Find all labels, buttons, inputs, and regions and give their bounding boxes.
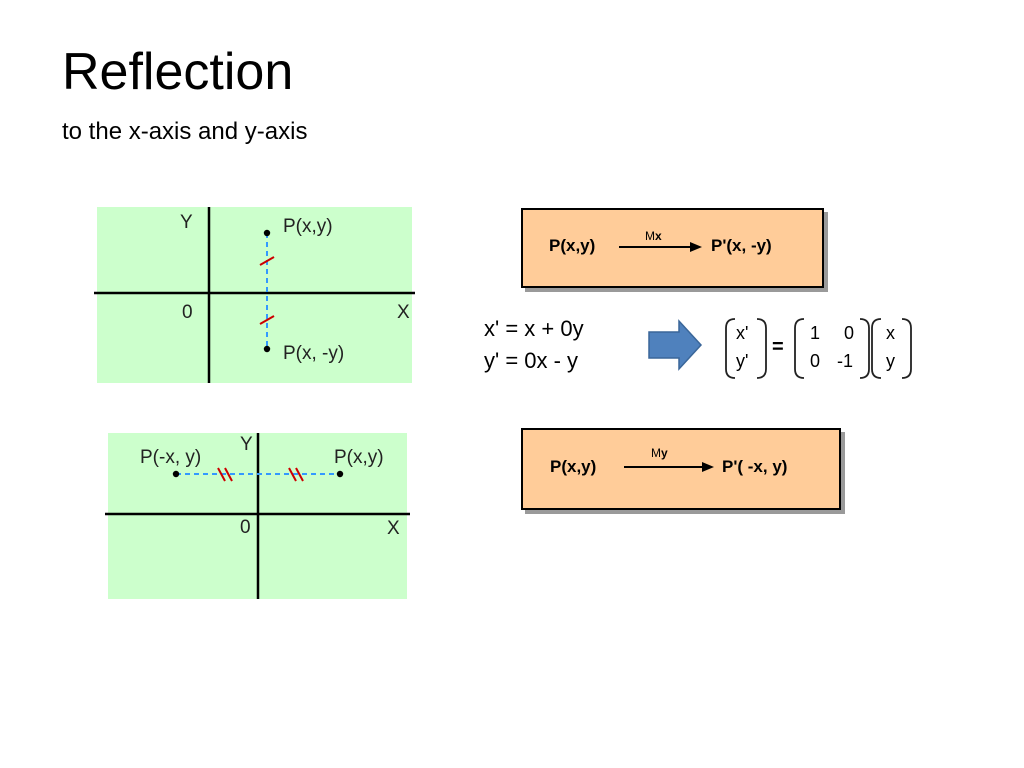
left-paren-icon (794, 318, 805, 379)
operator-name: M (645, 229, 655, 243)
equal-tick-mark (259, 315, 275, 325)
operator-label: Mx (645, 230, 662, 242)
matrix-entry: 1 (810, 323, 821, 343)
point-label: P(x,y) (283, 216, 333, 237)
reflected-point-label: P(-x, y) (140, 447, 201, 468)
y-axis-label: Y (180, 212, 193, 233)
point-marker (263, 229, 271, 237)
matrix-equals: = (772, 336, 784, 358)
double-tick-mark (295, 467, 304, 482)
x-axis-label: X (387, 518, 400, 539)
slide-subtitle: to the x-axis and y-axis (62, 118, 308, 145)
box-source-point: P(x,y) (549, 236, 596, 255)
matrix-rhs-entry: x (886, 323, 895, 343)
equation-line: x' = x + 0y (484, 316, 584, 341)
origin-label: 0 (182, 302, 193, 323)
operator-subscript: x (655, 229, 662, 243)
matrix-entry: 0 (810, 351, 821, 371)
box-result-point: P'( -x, y) (722, 457, 788, 476)
double-tick-mark (224, 467, 233, 482)
reflected-point-label: P(x, -y) (283, 343, 344, 364)
double-tick-mark (217, 467, 226, 482)
operator-subscript: y (661, 446, 668, 460)
left-paren-icon (871, 318, 882, 379)
operator-label: My (651, 447, 668, 459)
right-paren-icon (756, 318, 767, 379)
origin-label: 0 (240, 517, 251, 538)
right-paren-icon (901, 318, 912, 379)
my-transform-box (521, 428, 841, 510)
operator-name: M (651, 446, 661, 460)
left-paren-icon (725, 318, 736, 379)
box-source-point: P(x,y) (550, 457, 597, 476)
matrix-entry: 0 (844, 323, 855, 343)
equal-tick-mark (259, 256, 275, 266)
point-marker (172, 470, 180, 478)
x-axis-label: X (397, 302, 410, 323)
y-axis-label: Y (240, 434, 253, 455)
right-paren-icon (859, 318, 870, 379)
matrix-lhs-entry: y' (736, 351, 749, 371)
x-reflection-diagram (97, 207, 412, 383)
equation-line: y' = 0x - y (484, 348, 579, 373)
point-label: P(x,y) (334, 447, 384, 468)
box-result-point: P'(x, -y) (711, 236, 772, 255)
point-marker (336, 470, 344, 478)
slide-title: Reflection (62, 43, 294, 101)
matrix-entry: -1 (837, 351, 854, 371)
point-marker (263, 345, 271, 353)
matrix-lhs-entry: x' (736, 323, 749, 343)
matrix-rhs-entry: y (886, 351, 895, 371)
double-tick-mark (288, 467, 297, 482)
